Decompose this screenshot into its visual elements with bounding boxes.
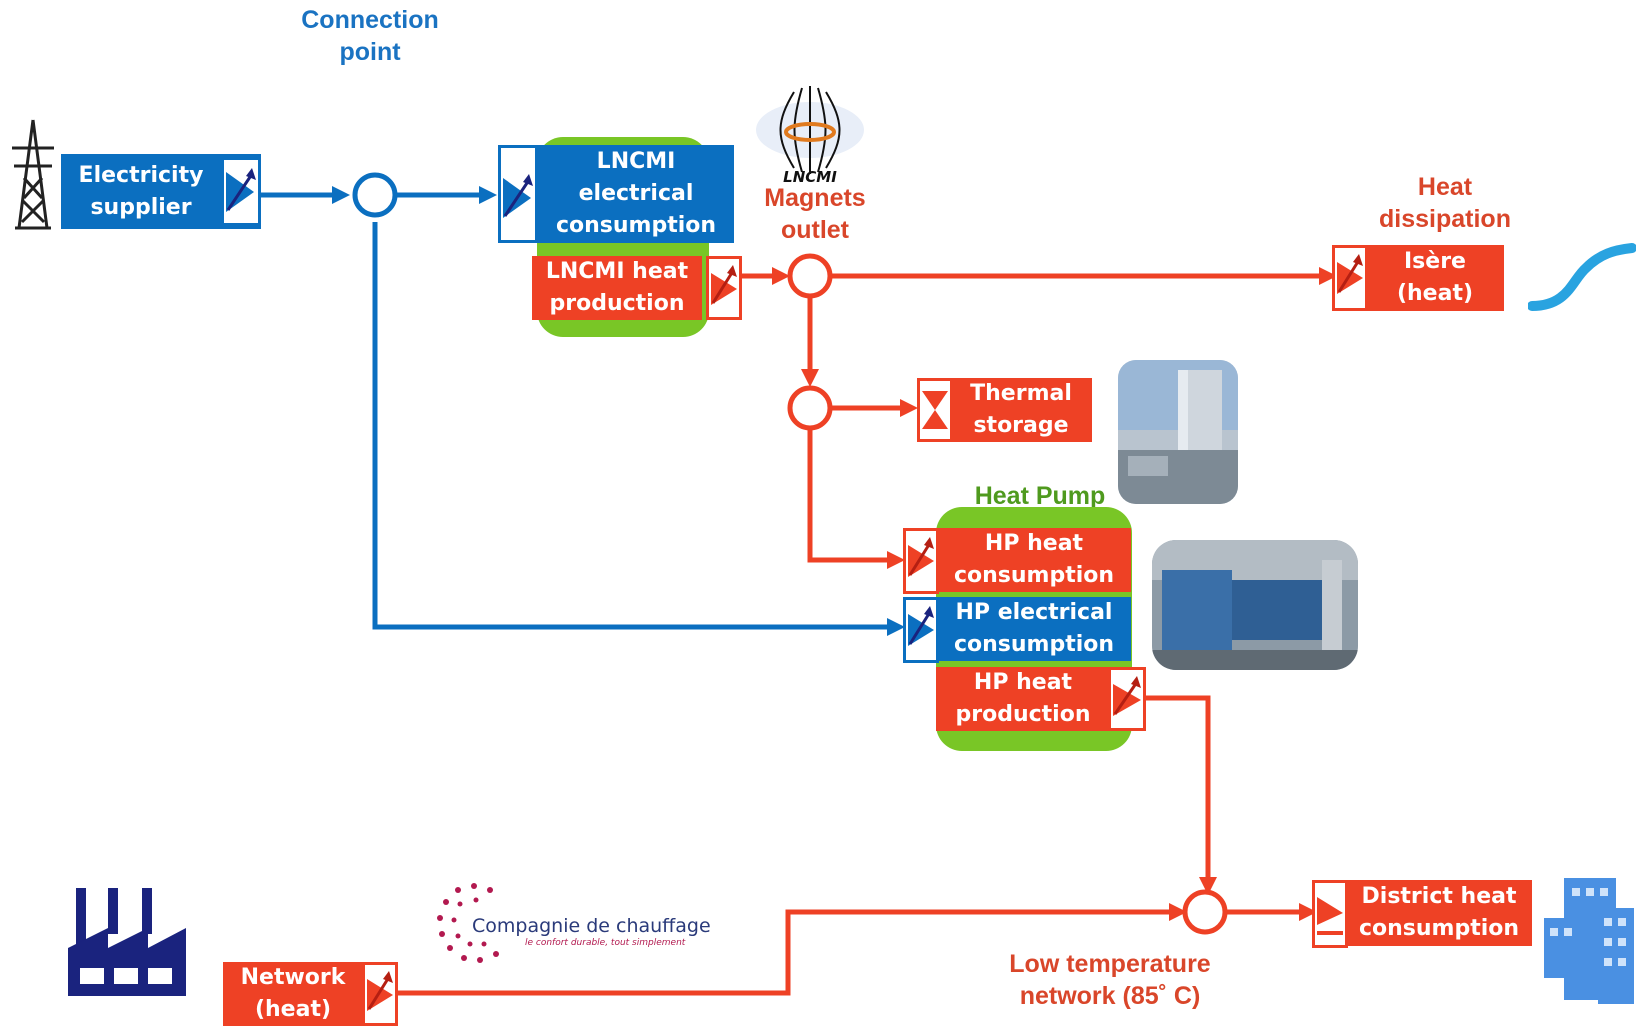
output-port-icon — [226, 168, 256, 212]
thermal-storage-port[interactable] — [917, 378, 953, 442]
input-port-icon — [503, 174, 533, 218]
lncmi-heat-output-port[interactable] — [706, 256, 742, 320]
thermal-storage-line1: Thermal — [970, 381, 1072, 406]
compagnie-logo-tagline: le confort durable, tout simplement — [525, 938, 686, 948]
storage-port-icon — [922, 391, 948, 429]
hp-heat-production-line1: HP heat — [973, 670, 1073, 695]
hp-heat-consumption-box[interactable]: HP heat consumption — [937, 528, 1131, 592]
lncmi-heat-line1: LNCMI heat — [545, 259, 689, 284]
isere-line2: (heat) — [1396, 281, 1474, 306]
district-heat-consumption-box[interactable]: District heat consumption — [1346, 880, 1532, 946]
lncmi-electrical-consumption-box[interactable]: LNCMI electrical consumption — [538, 145, 734, 243]
buildings-icon — [1544, 878, 1634, 1004]
heat-dissipation-line2: dissipation — [1379, 205, 1511, 233]
district-heat-port[interactable] — [1312, 880, 1348, 948]
isere-input-port[interactable] — [1332, 245, 1368, 311]
electricity-supplier-line2: supplier — [90, 194, 192, 220]
magnets-outlet-line2: outlet — [780, 216, 850, 244]
input-port-icon — [908, 606, 934, 646]
storage-tank-photo — [1118, 360, 1238, 504]
thermal-storage-line2: storage — [973, 413, 1069, 438]
input-port-icon — [1337, 254, 1363, 294]
lncmi-magnet-icon — [756, 86, 864, 174]
river-icon — [1528, 243, 1636, 311]
hp-electrical-line1: HP electrical — [955, 600, 1113, 625]
hp-heat-production-port[interactable] — [1108, 667, 1146, 731]
lncmi-electrical-line3: consumption — [555, 213, 717, 238]
low-temp-network-node — [1182, 889, 1228, 935]
connection-point-line2: point — [339, 38, 401, 66]
lncmi-logo-text: LNCMI — [783, 168, 837, 186]
electricity-flows — [258, 186, 905, 636]
heat-pump-photo — [1152, 540, 1358, 670]
heat-pump-label: Heat Pump — [974, 482, 1106, 510]
hp-heat-production-box[interactable]: HP heat production — [936, 667, 1110, 731]
thermal-storage-box[interactable]: Thermal storage — [950, 378, 1092, 442]
compagnie-logo-icon — [437, 883, 499, 963]
output-port-icon — [367, 971, 393, 1011]
network-heat-box[interactable]: Network (heat) — [223, 962, 363, 1026]
lncmi-electrical-input-port[interactable] — [498, 145, 538, 243]
factory-icon — [68, 888, 186, 996]
lncmi-heat-line2: production — [549, 291, 685, 316]
low-temp-network-line1: Low temperature — [1009, 950, 1211, 978]
district-heat-line2: consumption — [1358, 916, 1520, 941]
network-heat-line2: (heat) — [254, 997, 332, 1022]
connection-point-node — [352, 172, 398, 218]
pylon-icon — [12, 119, 54, 230]
low-temp-network-line2: network (85˚ C) — [1019, 982, 1201, 1010]
connection-point-label: Connection point — [270, 4, 470, 68]
isere-line1: Isère — [1404, 249, 1466, 274]
network-heat-line1: Network — [240, 965, 346, 990]
magnets-outlet-node — [787, 253, 833, 299]
electricity-supplier-output-port[interactable] — [221, 157, 261, 226]
isere-heat-box[interactable]: Isère (heat) — [1366, 245, 1504, 311]
heat-dissipation-label: Heat dissipation — [1350, 171, 1540, 235]
hp-electrical-line2: consumption — [953, 632, 1115, 657]
hp-electrical-port[interactable] — [903, 597, 939, 663]
connection-point-line1: Connection — [301, 6, 439, 34]
network-heat-port[interactable] — [362, 962, 398, 1026]
hp-heat-production-line2: production — [955, 702, 1091, 727]
storage-split-node — [787, 385, 833, 431]
magnets-outlet-line1: Magnets — [764, 184, 866, 212]
output-port-icon — [1113, 676, 1141, 716]
hp-heat-consumption-line1: HP heat — [984, 531, 1084, 556]
low-temp-network-label: Low temperature network (85˚ C) — [985, 948, 1235, 1012]
magnets-outlet-label: Magnets outlet — [745, 182, 885, 246]
lncmi-heat-production-box[interactable]: LNCMI heat production — [532, 256, 702, 320]
consumption-port-icon — [1317, 897, 1343, 935]
heat-flows — [395, 267, 1337, 996]
heat-dissipation-line1: Heat — [1417, 173, 1473, 201]
hp-electrical-consumption-box[interactable]: HP electrical consumption — [937, 597, 1131, 661]
district-heat-line1: District heat — [1361, 884, 1517, 909]
hp-heat-consumption-line2: consumption — [953, 563, 1115, 588]
lncmi-electrical-line2: electrical — [578, 181, 694, 206]
input-port-icon — [908, 537, 934, 577]
lncmi-electrical-line1: LNCMI — [596, 149, 676, 174]
output-port-icon — [711, 265, 737, 305]
electricity-supplier-line1: Electricity — [78, 162, 204, 188]
compagnie-logo-name: Compagnie de chauffage — [472, 915, 711, 937]
hp-heat-consumption-port[interactable] — [903, 528, 939, 594]
